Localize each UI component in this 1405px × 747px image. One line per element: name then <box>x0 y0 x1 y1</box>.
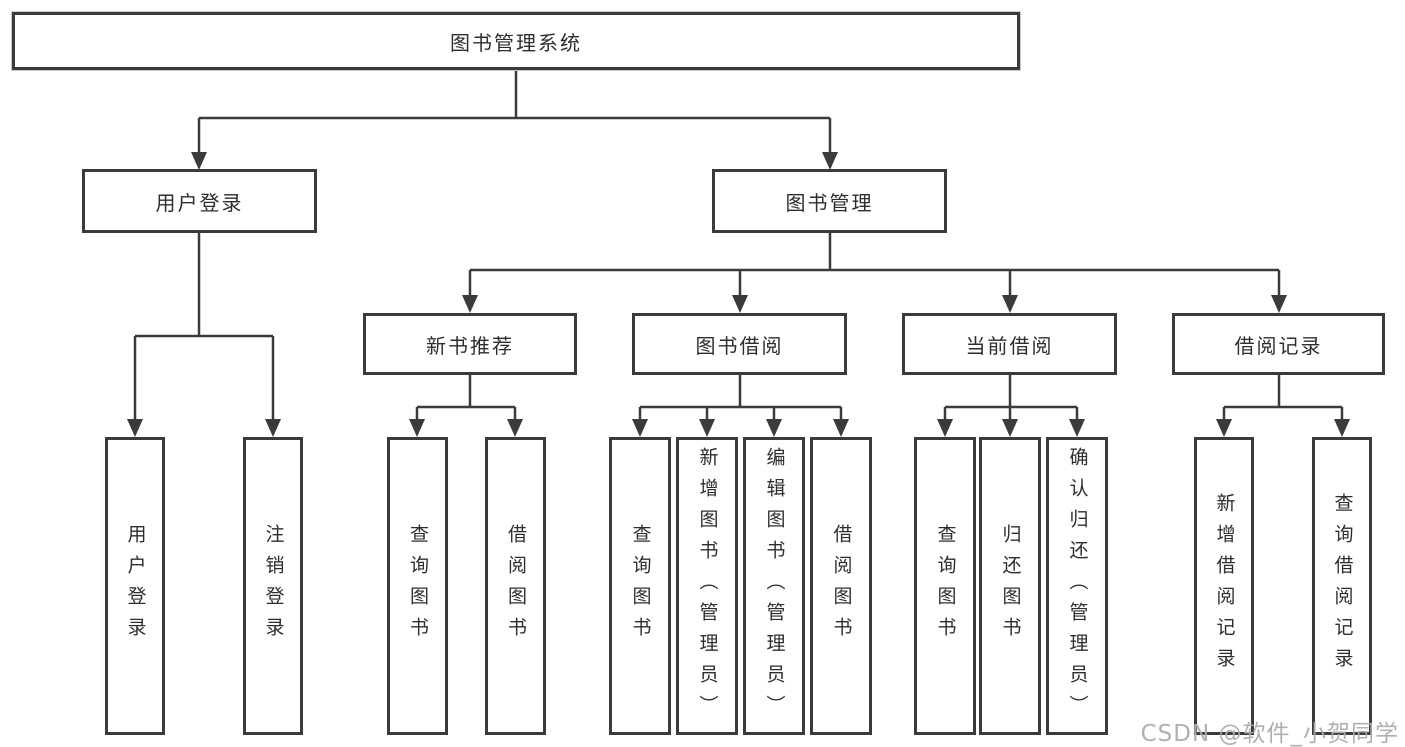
leaf-logout: 注销登录 <box>243 437 303 735</box>
leaf-confirm-return-admin: 确认归还（管理员） <box>1046 437 1108 735</box>
leaf-query-books-borrow: 查询图书 <box>609 437 671 735</box>
csdn-watermark: CSDN @软件_小贺同学 <box>1140 721 1399 747</box>
node-library-management-system: 图书管理系统 <box>12 12 1020 70</box>
leaf-query-books-current: 查询图书 <box>914 437 976 735</box>
leaf-borrow-books-borrow: 借阅图书 <box>810 437 872 735</box>
node-current-borrow: 当前借阅 <box>902 313 1117 375</box>
leaf-edit-book-admin: 编辑图书（管理员） <box>743 437 805 735</box>
node-user-login: 用户登录 <box>82 169 317 233</box>
leaf-borrow-books-recommend: 借阅图书 <box>485 437 546 735</box>
leaf-add-book-admin: 新增图书（管理员） <box>676 437 738 735</box>
node-book-management: 图书管理 <box>712 169 947 233</box>
leaf-query-borrow-record: 查询借阅记录 <box>1312 437 1372 735</box>
leaf-user-login: 用户登录 <box>105 437 165 735</box>
leaf-return-books: 归还图书 <box>979 437 1041 735</box>
leaf-query-books-recommend: 查询图书 <box>387 437 448 735</box>
leaf-add-borrow-record: 新增借阅记录 <box>1194 437 1254 735</box>
node-new-book-recommend: 新书推荐 <box>363 313 577 375</box>
node-borrow-records: 借阅记录 <box>1172 313 1385 375</box>
node-book-borrow: 图书借阅 <box>632 313 847 375</box>
